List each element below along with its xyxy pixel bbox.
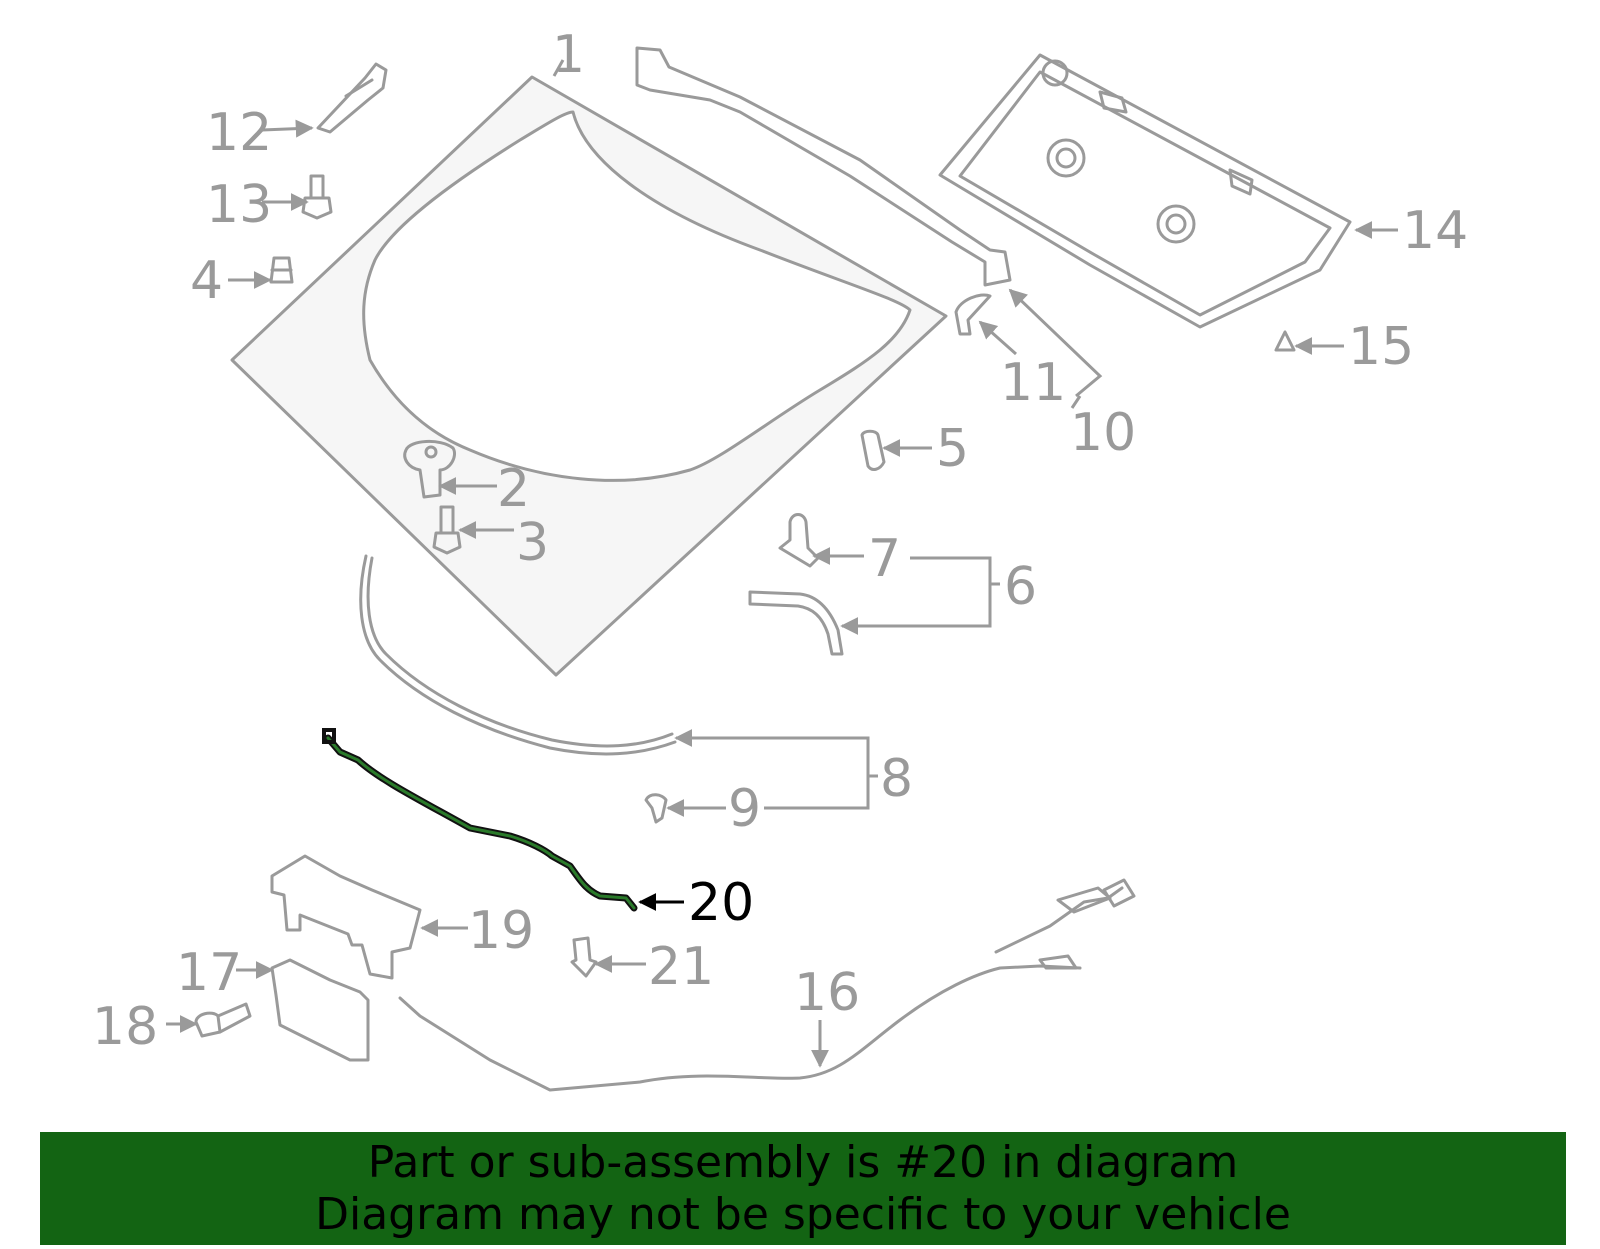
callout-14: 14 [1402,201,1468,261]
callout-17: 17 [176,943,242,1003]
part-10-upper-trim[interactable] [635,46,1012,287]
part-18-bolt[interactable] [194,1002,252,1038]
callout-9: 9 [728,779,761,839]
part-17-latch[interactable] [270,958,370,1062]
callout-7: 7 [868,529,901,589]
callout-21: 21 [648,937,714,997]
banner-part-note: Part or sub-assembly is #20 in diagram [367,1136,1239,1188]
callout-3: 3 [516,513,549,573]
callout-10: 10 [1070,403,1136,463]
part-14-inner-panel[interactable] [938,53,1352,329]
callout-6: 6 [1004,557,1037,617]
callout-15: 15 [1348,317,1414,377]
part-20-highlighted-cable[interactable] [322,728,638,912]
callout-leaders [166,119,1398,1068]
part-1-liftgate-glass[interactable] [230,59,948,677]
part-8-weatherstrip[interactable] [359,554,677,756]
callout-18: 18 [92,997,158,1057]
part-12-bracket[interactable] [316,62,388,134]
part-6-trim[interactable] [748,590,844,656]
callout-2: 2 [497,459,530,519]
part-16-release-cable[interactable] [398,878,1136,1092]
callout-20: 20 [688,873,754,933]
part-7-clip[interactable] [778,513,820,568]
part-4-nut[interactable] [269,256,294,284]
part-19-bracket[interactable] [270,854,422,980]
part-21-clip[interactable] [570,936,598,978]
part-5-bumper[interactable] [860,429,886,471]
callout-13: 13 [206,175,272,235]
part-2-bracket[interactable] [403,440,456,499]
callout-5: 5 [936,419,969,479]
callout-16: 16 [794,963,860,1023]
callout-4: 4 [190,251,223,311]
part-15-clip[interactable] [1274,330,1296,352]
part-9-clip[interactable] [644,793,668,824]
callout-numbers: 1 2 3 4 5 6 7 8 9 10 11 12 13 14 15 16 1… [92,25,1468,1057]
banner-disclaimer: Diagram may not be specific to your vehi… [315,1188,1291,1240]
callout-19: 19 [468,901,534,961]
part-3-bolt[interactable] [432,505,462,555]
callout-12: 12 [206,103,272,163]
part-13-bolt[interactable] [301,174,333,220]
part-11-clip[interactable] [954,293,992,336]
callout-11: 11 [1000,353,1066,413]
info-banner: Part or sub-assembly is #20 in diagram D… [40,1132,1566,1245]
callout-8: 8 [880,749,913,809]
callout-1: 1 [552,25,585,85]
